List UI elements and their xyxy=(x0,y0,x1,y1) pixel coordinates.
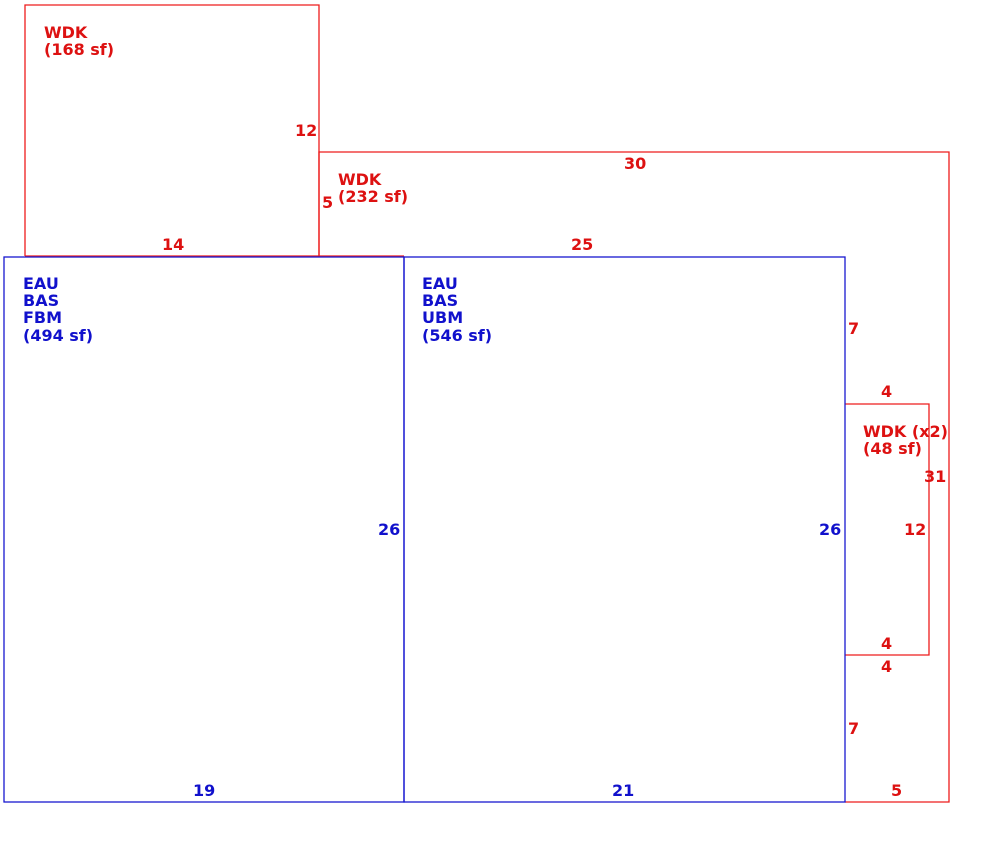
left-unit-line-1: EAU xyxy=(23,274,59,293)
wdk-top-code: WDK xyxy=(44,23,88,42)
wdk-mid-outline xyxy=(318,151,950,803)
dim-small-side: 12 xyxy=(904,520,926,539)
dim-small-top: 4 xyxy=(881,382,892,401)
dim-wdk-top-side: 12 xyxy=(295,121,317,140)
dim-wdk-mid-right: 31 xyxy=(924,467,946,486)
right-unit-area: (546 sf) xyxy=(422,326,492,345)
dim-left-unit-bottom: 19 xyxy=(193,781,215,800)
wdk-small-outline xyxy=(845,403,930,656)
left-unit-line-2: BAS xyxy=(23,291,59,310)
dim-right-unit-side: 26 xyxy=(819,520,841,539)
wdk-top-area: (168 sf) xyxy=(44,40,114,59)
dim-small-bottom-inner: 4 xyxy=(881,634,892,653)
dim-wdk-mid-bottom: 25 xyxy=(571,235,593,254)
right-unit-line-2: BAS xyxy=(422,291,458,310)
dim-left-unit-side: 26 xyxy=(378,520,400,539)
wdk-small-area: (48 sf) xyxy=(863,439,922,458)
dim-wdk-top-bottom: 14 xyxy=(162,235,184,254)
dim-right-lower-seg: 7 xyxy=(848,719,859,738)
dim-small-bottom-outer: 4 xyxy=(881,657,892,676)
right-unit-outline xyxy=(403,256,846,803)
left-unit-area: (494 sf) xyxy=(23,326,93,345)
dim-right-upper-seg: 7 xyxy=(848,319,859,338)
right-unit-line-3: UBM xyxy=(422,308,463,327)
wdk-top-outline xyxy=(24,4,320,256)
wdk-mid-area: (232 sf) xyxy=(338,187,408,206)
dim-right-unit-bottom: 21 xyxy=(612,781,634,800)
dim-wdk-mid-side: 5 xyxy=(322,193,333,212)
wdk-small-code: WDK (x2) xyxy=(863,422,948,441)
left-unit-line-3: FBM xyxy=(23,308,62,327)
right-unit-line-1: EAU xyxy=(422,274,458,293)
wdk-mid-code: WDK xyxy=(338,170,382,189)
dim-wdk-mid-corner-bottom: 5 xyxy=(891,781,902,800)
dim-wdk-mid-top: 30 xyxy=(624,154,646,173)
